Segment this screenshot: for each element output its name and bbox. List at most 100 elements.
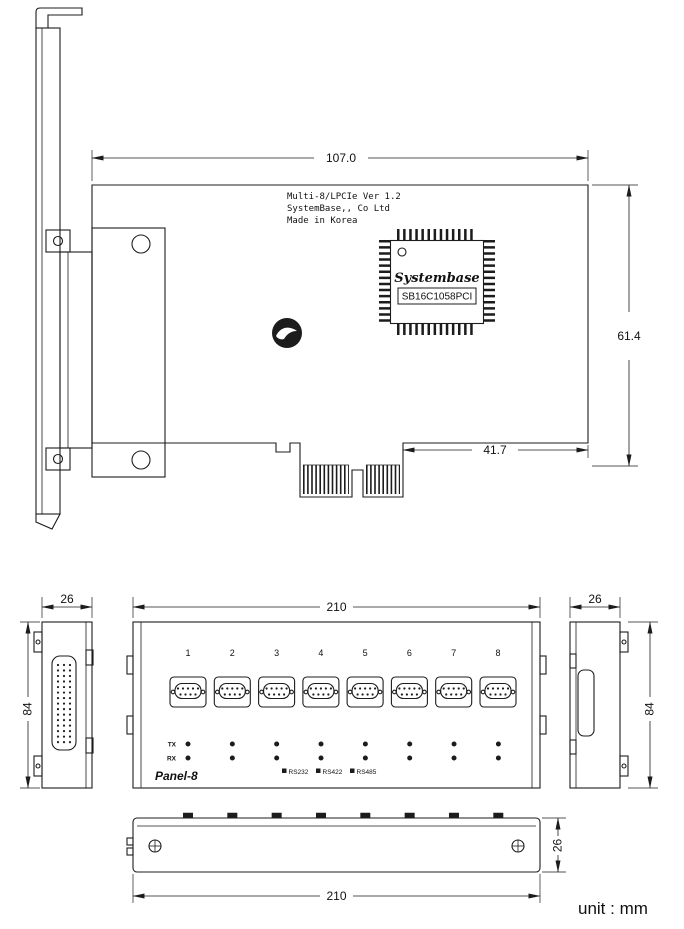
dim-front-width-label: 210 (326, 600, 346, 614)
right-view-connector-profile (577, 669, 595, 737)
badge-bird-icon (276, 327, 297, 340)
panel-drawing: 1 2 3 4 5 6 7 8 TX RX Panel-8 (20, 592, 658, 918)
dim-left-view-width: 26 (41, 592, 93, 618)
legend-square-rs422 (316, 768, 321, 773)
bracket-connector (59, 251, 93, 449)
legend-rs485: RS485 (357, 769, 377, 776)
db9-connector-8 (479, 676, 517, 708)
unit-label: unit : mm (578, 899, 648, 918)
dim-panel-height-right-label: 84 (643, 702, 657, 716)
port-number-5: 5 (363, 648, 368, 658)
port-number-8: 8 (495, 648, 500, 658)
chip-part-number: SB16C1058PCI (402, 292, 473, 303)
db9-connector-6 (390, 676, 428, 708)
dim-left-view-width-label: 26 (60, 592, 74, 606)
db9-connector-5 (346, 676, 384, 708)
pcie-card-drawing: Multi-8/LPCIe Ver 1.2 SystemBase,, Co Lt… (35, 7, 641, 530)
panel-right-side-view (569, 621, 629, 789)
left-view-outline (41, 621, 93, 789)
dim-panel-depth: 26 (542, 817, 566, 873)
dim-panel-height-left-label: 84 (21, 702, 35, 716)
dim-front-width: 210 (132, 597, 541, 618)
bracket-flange-plate (91, 227, 166, 478)
port-number-7: 7 (451, 648, 456, 658)
dim-panel-height-right: 84 (628, 621, 658, 789)
right-view-outline (569, 621, 621, 789)
dim-card-width-label: 107.0 (326, 151, 356, 165)
port-number-4: 4 (318, 648, 323, 658)
dim-right-view-width: 26 (569, 592, 621, 618)
dim-card-height-label: 61.4 (617, 329, 641, 343)
left-view-flange-top (33, 631, 43, 653)
right-view-flange-bottom (619, 755, 629, 777)
dim-top-view-width: 210 (132, 874, 541, 903)
dim-edge-offset-label: 41.7 (483, 443, 507, 457)
flange-hole-bottom (131, 450, 151, 470)
chip-brand-logo: Systembase (394, 271, 479, 286)
left-view-stud-bottom (85, 737, 94, 754)
card-info-line2: SystemBase,, Co Ltd (287, 204, 390, 214)
db9-connector-4 (302, 676, 340, 708)
left-view-stud-top (85, 649, 94, 666)
db9-connector-2 (213, 676, 251, 708)
pcie-card-body (91, 184, 589, 498)
gold-fingers (303, 464, 400, 494)
top-view-left-ridge-1 (126, 837, 134, 846)
dim-right-view-width-label: 26 (588, 592, 602, 606)
db9-connector-7 (435, 676, 473, 708)
port-number-3: 3 (274, 648, 279, 658)
dim-edge-offset: 41.7 (402, 443, 589, 458)
chip-part-box (397, 287, 477, 305)
port-number-6: 6 (407, 648, 412, 658)
top-view-screw-right (511, 839, 525, 853)
right-view-stud-top (569, 653, 577, 669)
panel-top-view (126, 812, 541, 873)
panel-name: Panel-8 (155, 769, 198, 783)
front-left-bump-bottom (126, 715, 134, 735)
port-number-2: 2 (230, 648, 235, 658)
jackscrew-tab-top (45, 229, 71, 253)
top-view-screw-left (148, 839, 162, 853)
legend-square-rs232 (282, 768, 287, 773)
logo-badge (272, 318, 302, 348)
pcie-bracket (35, 7, 93, 530)
legend-rs422: RS422 (323, 769, 343, 776)
bracket-top-tab (35, 7, 83, 29)
dim-card-height: 61.4 (592, 184, 641, 467)
panel-left-side-view (33, 621, 94, 789)
dim-top-view-width-label: 210 (326, 889, 346, 903)
left-view-flange-bottom (33, 755, 43, 777)
panel-front-view: 1 2 3 4 5 6 7 8 TX RX Panel-8 (126, 621, 547, 789)
tx-label: TX (168, 742, 177, 749)
db9-connector-3 (258, 676, 296, 708)
port-number-1: 1 (185, 648, 190, 658)
card-outline (91, 184, 589, 498)
right-view-stud-bottom (569, 739, 577, 755)
front-right-bump-top (539, 655, 547, 675)
front-view-outline (132, 621, 541, 789)
legend-rs232: RS232 (289, 769, 309, 776)
jackscrew-tab-bottom (45, 447, 71, 471)
card-info-line3: Made in Korea (287, 216, 357, 226)
card-info-text: Multi-8/LPCIe Ver 1.2 SystemBase,, Co Lt… (287, 192, 401, 226)
signal-legend: RS232 RS422 RS485 (282, 768, 377, 776)
dim-panel-height-left: 84 (20, 621, 40, 789)
chip-body (389, 239, 485, 325)
dim-panel-depth-label: 26 (551, 839, 565, 853)
db9-connector-1 (169, 676, 207, 708)
db44-connector (51, 655, 77, 751)
card-info-line1: Multi-8/LPCIe Ver 1.2 (287, 192, 401, 202)
dim-card-width: 107.0 (91, 150, 589, 181)
top-view-left-ridge-2 (126, 847, 134, 856)
rx-label: RX (167, 756, 177, 763)
bracket-foot (35, 513, 61, 530)
right-view-flange-top (619, 631, 629, 653)
legend-square-rs485 (350, 768, 355, 773)
chip: Systembase SB16C1058PCI (379, 229, 495, 335)
flange-hole-top (131, 234, 151, 254)
chip-pin1-dot (397, 247, 407, 257)
bracket-strip (35, 27, 61, 515)
front-right-bump-bottom (539, 715, 547, 735)
